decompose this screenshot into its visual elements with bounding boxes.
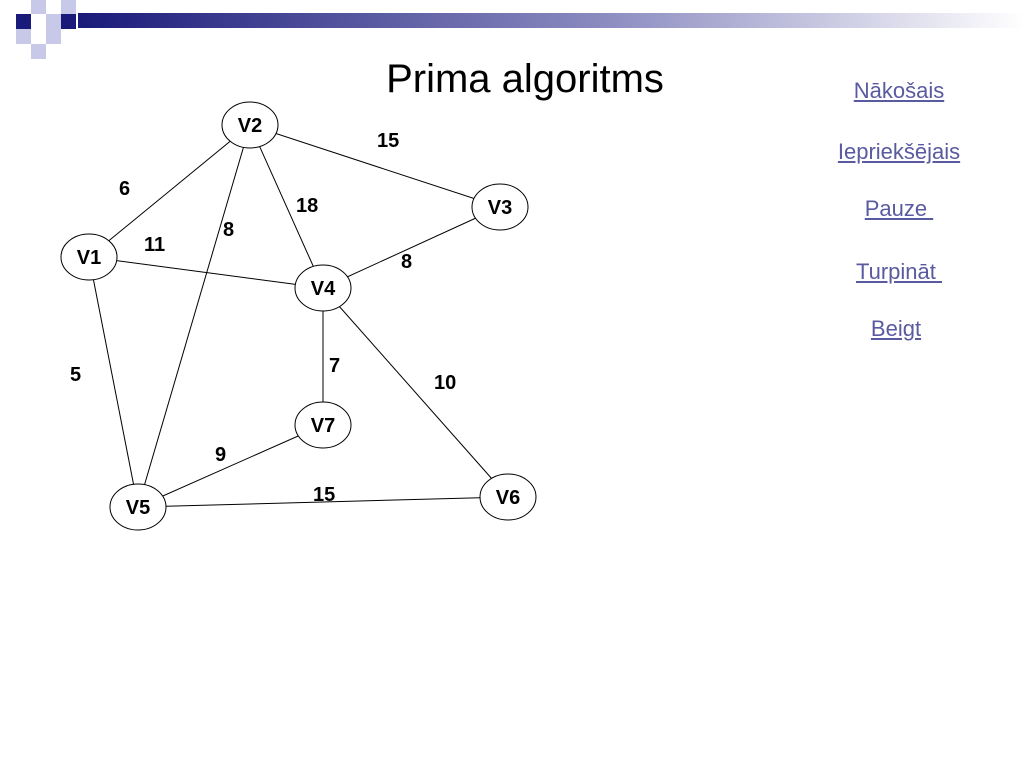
edge-v2-v4 xyxy=(249,124,324,289)
vertex-v3-label: V3 xyxy=(488,197,512,219)
edge-weight-v5-v7: 9 xyxy=(215,444,226,466)
edge-weight-v5-v6: 15 xyxy=(313,484,335,506)
slide-title: Prima algoritms xyxy=(386,57,664,101)
vertex-v4-label: V4 xyxy=(311,278,336,300)
vertex-v6: V6 xyxy=(479,473,537,521)
vertex-v1-label: V1 xyxy=(77,247,101,269)
edge-weight-v2-v3: 15 xyxy=(377,130,399,152)
edge-v1-v4 xyxy=(88,256,324,289)
edge-weight-v3-v4: 8 xyxy=(401,251,412,273)
vertex-v5-label: V5 xyxy=(126,497,150,519)
vertex-v2: V2 xyxy=(221,101,279,149)
end-link[interactable]: Beigt xyxy=(870,316,922,341)
vertex-v6-label: V6 xyxy=(496,487,520,509)
pause-link[interactable]: Pauze xyxy=(864,196,934,221)
vertex-v2-label: V2 xyxy=(238,115,262,137)
header-decoration xyxy=(16,0,1024,59)
vertex-v4: V4 xyxy=(294,264,352,312)
edge-v1-v2 xyxy=(88,124,251,258)
edge-weight-v2-v5: 8 xyxy=(223,219,234,241)
previous-link[interactable]: Iepriekšējais xyxy=(837,139,961,164)
vertex-v7-label: V7 xyxy=(311,415,335,437)
edge-v1-v5 xyxy=(88,256,139,508)
edge-weight-v1-v2: 6 xyxy=(119,178,130,200)
edge-v2-v5 xyxy=(137,124,251,508)
edge-v5-v6 xyxy=(137,496,509,508)
edge-weight-v1-v5: 5 xyxy=(70,364,81,386)
vertex-v1: V1 xyxy=(60,233,118,281)
vertex-v5: V5 xyxy=(109,483,167,531)
vertex-v7: V7 xyxy=(294,401,352,449)
edge-weight-v4-v7: 7 xyxy=(329,355,340,377)
edge-v5-v7 xyxy=(137,424,324,508)
edge-v2-v3 xyxy=(249,124,501,208)
vertex-v3: V3 xyxy=(471,183,529,231)
edge-weight-v2-v4: 18 xyxy=(296,195,318,217)
edge-weight-v4-v6: 10 xyxy=(434,372,456,394)
continue-link[interactable]: Turpināt xyxy=(855,259,942,284)
next-link[interactable]: Nākošais xyxy=(853,78,945,103)
edge-weight-v1-v4: 11 xyxy=(144,234,165,256)
edge-v4-v6 xyxy=(322,287,509,498)
edge-v3-v4 xyxy=(322,206,501,289)
